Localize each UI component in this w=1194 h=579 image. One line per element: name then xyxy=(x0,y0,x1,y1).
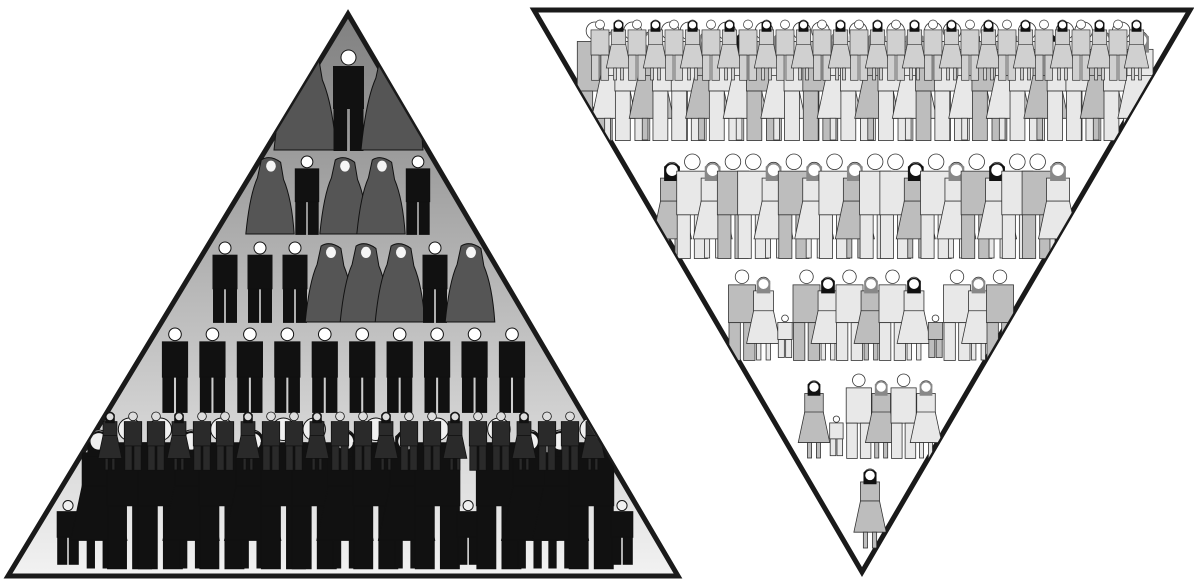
inverted-pyramid-figures xyxy=(577,20,1162,548)
left-pyramid-figures xyxy=(57,50,633,569)
left-pyramid xyxy=(8,14,678,576)
right-inverted-pyramid xyxy=(534,10,1190,572)
